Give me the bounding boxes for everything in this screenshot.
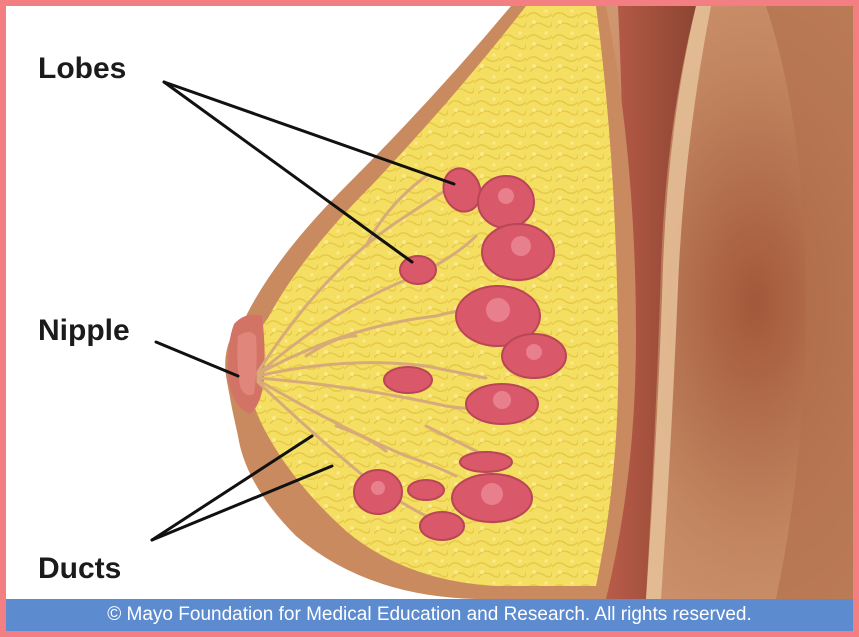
breast-anatomy-illustration: [6, 6, 853, 599]
ducts-label: Ducts: [38, 554, 121, 584]
copyright-banner: © Mayo Foundation for Medical Education …: [6, 599, 853, 631]
lobes-label: Lobes: [38, 54, 126, 84]
nipple-label: Nipple: [38, 316, 130, 346]
diagram-frame: Lobes Nipple Ducts: [6, 6, 853, 599]
